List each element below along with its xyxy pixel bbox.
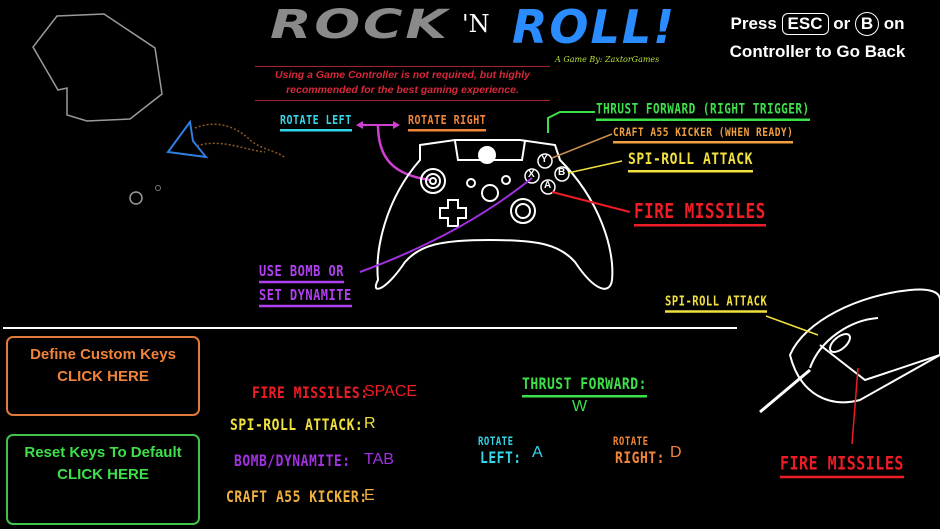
label-bomb-line1: Use Bomb or [259, 262, 344, 284]
esc-key-icon: ESC [781, 13, 829, 35]
b-button-icon: B [854, 12, 879, 36]
title-n: 'N [462, 10, 490, 38]
small-asteroid-icon [129, 191, 143, 205]
label-bomb-line2: Set Dynamite [259, 286, 352, 308]
b-face-button-icon: B [558, 167, 566, 178]
y-button-icon: Y [541, 154, 548, 165]
mouse-label-spi-roll: Spi-Roll Attack [665, 294, 768, 313]
map-spi-key: R [364, 415, 376, 432]
back-or: or [833, 14, 851, 33]
map-fire-key: SPACE [364, 383, 418, 400]
map-rotate-right-bottom: Right: [615, 449, 665, 468]
map-rotate-left-bottom: Left: [480, 449, 522, 468]
define-custom-keys-button[interactable]: Define Custom Keys CLICK HERE [6, 336, 200, 416]
x-button-icon: X [528, 169, 535, 180]
back-press: Press [730, 14, 777, 33]
controller-icon [374, 139, 614, 290]
label-spi-roll: Spi-Roll Attack [628, 150, 753, 173]
reset-keys-button[interactable]: Reset Keys To Default CLICK HERE [6, 434, 200, 525]
map-bomb-key: TAB [364, 451, 394, 468]
back-on: on [883, 14, 905, 33]
back-line2: Controller to Go Back [729, 42, 906, 61]
byline: A Game By: ZaxtorGames [555, 55, 660, 64]
map-rotate-left-key: A [532, 444, 543, 461]
map-thrust-key: W [572, 398, 588, 415]
back-hint: Press ESC or B on Controller to Go Back [705, 10, 930, 66]
controller-notice: Using a Game Controller is not required,… [255, 66, 550, 101]
tiny-asteroid-icon [155, 185, 161, 191]
map-craft-label: Craft A55 Kicker: [226, 488, 368, 507]
mouse-icon [788, 288, 940, 404]
map-fire-label: Fire Missiles: [252, 384, 369, 403]
title-roll: ROLL! [512, 0, 677, 54]
define-line2: CLICK HERE [57, 368, 149, 385]
label-rotate-left: Rotate Left [280, 114, 352, 132]
a-button-icon: A [544, 180, 552, 191]
label-thrust-forward: Thrust Forward (Right Trigger) [596, 101, 810, 121]
define-line1: Define Custom Keys [30, 346, 176, 363]
map-rotate-right-top: Rotate [613, 436, 649, 449]
mouse-label-fire-missiles: Fire Missiles [780, 452, 904, 479]
asteroid-icon [32, 13, 163, 122]
reset-line2: CLICK HERE [57, 466, 149, 483]
map-bomb-label: Bomb/Dynamite: [234, 452, 351, 471]
label-craft-kicker: Craft A55 Kicker (When Ready) [613, 126, 794, 144]
spaceship-icon [166, 119, 209, 159]
label-rotate-right: Rotate Right [408, 114, 487, 132]
map-spi-label: Spi-Roll Attack: [230, 416, 364, 435]
map-rotate-right-key: D [670, 444, 682, 461]
map-craft-key: E [364, 487, 375, 504]
label-fire-missiles: Fire Missiles [634, 199, 766, 227]
map-rotate-left-top: Rotate [478, 436, 514, 449]
ship-trail [194, 123, 286, 159]
reset-line1: Reset Keys To Default [24, 444, 182, 461]
title-rock: ROCK [270, 2, 450, 48]
map-thrust-label: Thrust Forward: [522, 375, 647, 398]
